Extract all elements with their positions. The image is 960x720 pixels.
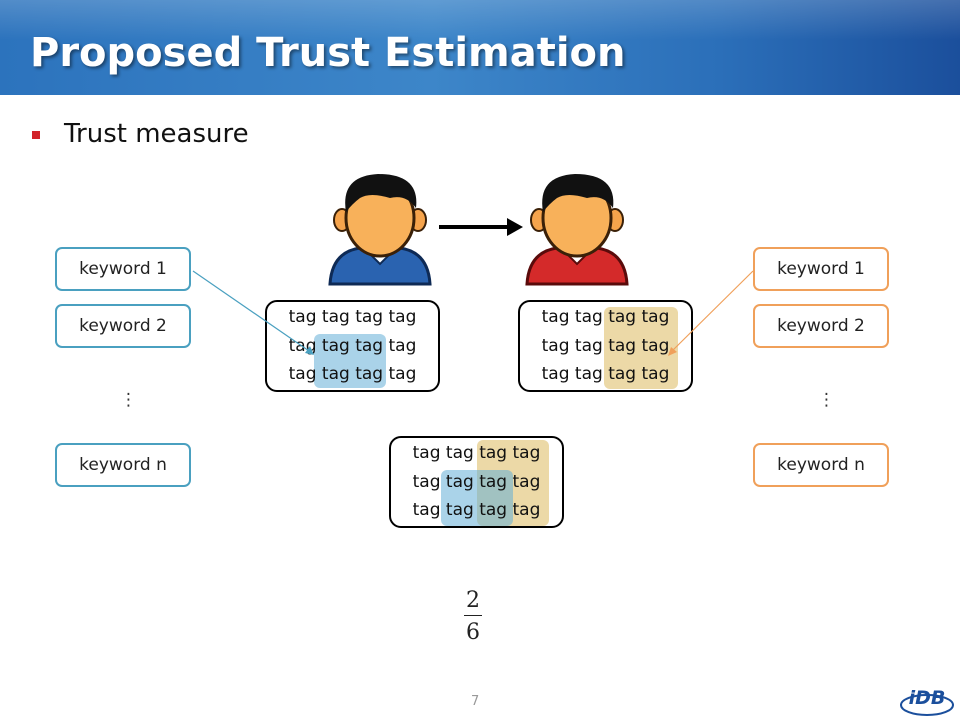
page-number: 7 [471,694,480,709]
idb-logo-icon: iDB [900,687,954,716]
left-keyword-2: keyword 2 [55,304,191,348]
tag-row: tag tag tag tag [412,443,541,463]
fraction-bar [464,615,482,616]
tag-row: tag tag tag tag [541,307,670,327]
right-user-tag-box: tag tag tag tag tag tag tag tag tag tag … [518,300,693,392]
right-keyword-ellipsis: ⋮ [818,390,835,410]
left-user-tag-box: tag tag tag tag tag tag tag tag tag tag … [265,300,440,392]
trust-fraction: 2 6 [455,588,491,645]
tag-row: tag tag tag tag [288,364,417,384]
bullet-marker [32,131,40,139]
intersection-blue-highlight [441,470,513,526]
left-keyword-ellipsis: ⋮ [120,390,137,410]
bullet-text: Trust measure [64,119,249,149]
right-user-icon [525,174,629,286]
left-tag-highlight [314,334,386,388]
tag-row: tag tag tag tag [541,336,670,356]
tag-row: tag tag tag tag [541,364,670,384]
right-keyword-1: keyword 1 [753,247,889,291]
logo-text: iDB [909,687,946,709]
page-title: Proposed Trust Estimation [30,30,626,76]
tag-row: tag tag tag tag [412,500,541,520]
left-user-icon [328,174,432,286]
title-bar [0,0,960,95]
fraction-numerator: 2 [466,588,480,613]
intersection-tag-box: tag tag tag tag tag tag tag tag tag tag … [389,436,564,528]
left-keyword-1: keyword 1 [55,247,191,291]
left-keyword-n: keyword n [55,443,191,487]
right-tag-highlight [604,307,678,389]
tag-row: tag tag tag tag [288,307,417,327]
fraction-denominator: 6 [466,620,480,645]
arrow-right-icon [439,218,523,236]
right-keyword-n: keyword n [753,443,889,487]
tag-row: tag tag tag tag [288,336,417,356]
right-keyword-2: keyword 2 [753,304,889,348]
tag-row: tag tag tag tag [412,472,541,492]
